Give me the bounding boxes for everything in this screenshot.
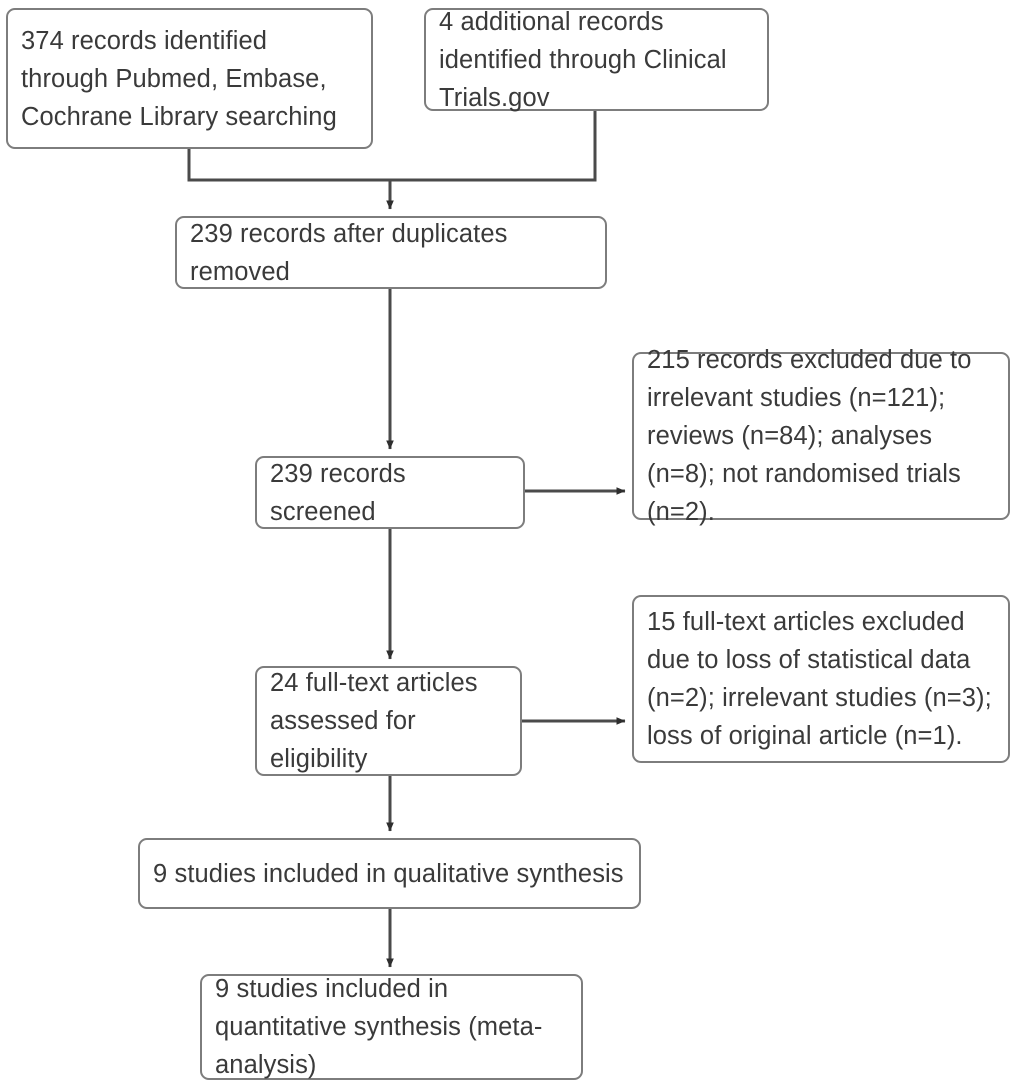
node-label: 239 records after duplicates removed <box>190 219 508 286</box>
node-label: 4 additional records identified through … <box>439 7 727 112</box>
node-label: 9 studies included in qualitative synthe… <box>153 859 624 888</box>
node-studies-quantitative-synthesis: 9 studies included in quantitative synth… <box>200 974 583 1080</box>
node-records-identified-databases: 374 records identified through Pubmed, E… <box>6 8 373 149</box>
node-additional-records-identified: 4 additional records identified through … <box>424 8 769 112</box>
node-records-after-duplicates-removed: 239 records after duplicates removed <box>175 216 607 289</box>
node-label: 15 full-text articles excluded due to lo… <box>647 608 992 750</box>
node-records-screened: 239 records screened <box>255 456 525 529</box>
node-label: 374 records identified through Pubmed, E… <box>21 26 337 131</box>
node-label: 9 studies included in quantitative synth… <box>215 975 543 1079</box>
node-label: 215 records excluded due to irrelevant s… <box>647 346 972 526</box>
node-fulltext-articles-excluded: 15 full-text articles excluded due to lo… <box>632 595 1010 763</box>
node-label: 239 records screened <box>270 459 406 526</box>
node-studies-qualitative-synthesis: 9 studies included in qualitative synthe… <box>138 838 641 909</box>
node-label: 24 full-text articles assessed for eligi… <box>270 669 478 773</box>
node-fulltext-articles-assessed: 24 full-text articles assessed for eligi… <box>255 666 522 776</box>
node-records-excluded: 215 records excluded due to irrelevant s… <box>632 346 1010 526</box>
